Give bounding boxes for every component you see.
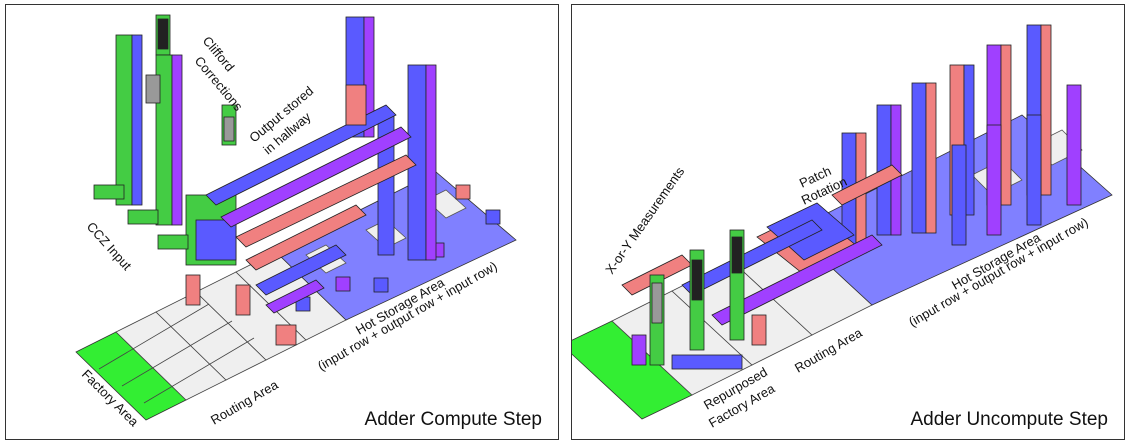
routing-floor [98, 251, 347, 404]
ccz-label: CCZ Input [84, 219, 135, 273]
routing-pipes [621, 219, 883, 370]
adder-uncompute-panel: Patch Rotation X-or-Y Measurements Hot S… [571, 4, 1125, 440]
storage-columns [345, 16, 437, 261]
uncompute-diagram: Patch Rotation X-or-Y Measurements Hot S… [572, 24, 1113, 431]
adder-compute-panel: Clifford Corrections Output stored in ha… [5, 4, 559, 440]
compute-diagram: Clifford Corrections Output stored in ha… [75, 14, 517, 430]
xy-measurement-columns [649, 229, 745, 366]
uncompute-caption: Adder Uncompute Step [910, 409, 1108, 430]
compute-caption: Adder Compute Step [364, 409, 542, 430]
routing-label: Routing Area [208, 377, 281, 428]
routing-pipes [185, 84, 417, 346]
ccz-structure [93, 14, 237, 266]
